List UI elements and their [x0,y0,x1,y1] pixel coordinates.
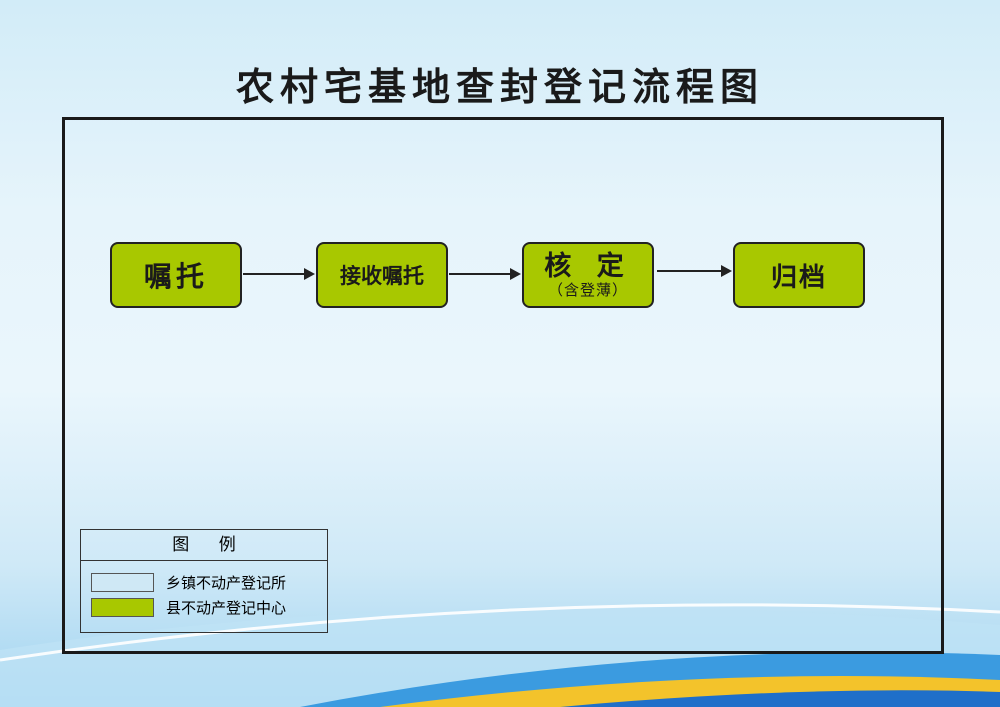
legend: 图 例 乡镇不动产登记所 县不动产登记中心 [80,529,328,633]
node-verify: 核 定（含登薄） [522,242,654,308]
legend-swatch [91,573,154,592]
node-entrust: 嘱托 [110,242,242,308]
node-label: 归档 [770,262,827,293]
arrow-icon [657,265,732,277]
node-label: 嘱托 [143,260,208,293]
node-sublabel: （含登薄） [547,281,628,299]
node-label: 接收嘱托 [340,264,424,288]
legend-label: 乡镇不动产登记所 [166,574,287,592]
node-receive-entrust: 接收嘱托 [316,242,448,308]
node-label: 核 定 [544,251,632,282]
arrow-icon [449,268,521,280]
diagram-frame [62,117,944,654]
legend-swatch [91,598,154,617]
legend-label: 县不动产登记中心 [166,599,287,617]
node-archive: 归档 [733,242,865,308]
arrow-icon [243,268,315,280]
legend-item: 乡镇不动产登记所 [91,572,286,593]
page-title: 农村宅基地查封登记流程图 [235,65,764,109]
legend-item: 县不动产登记中心 [91,597,286,618]
legend-title: 图 例 [81,530,327,561]
